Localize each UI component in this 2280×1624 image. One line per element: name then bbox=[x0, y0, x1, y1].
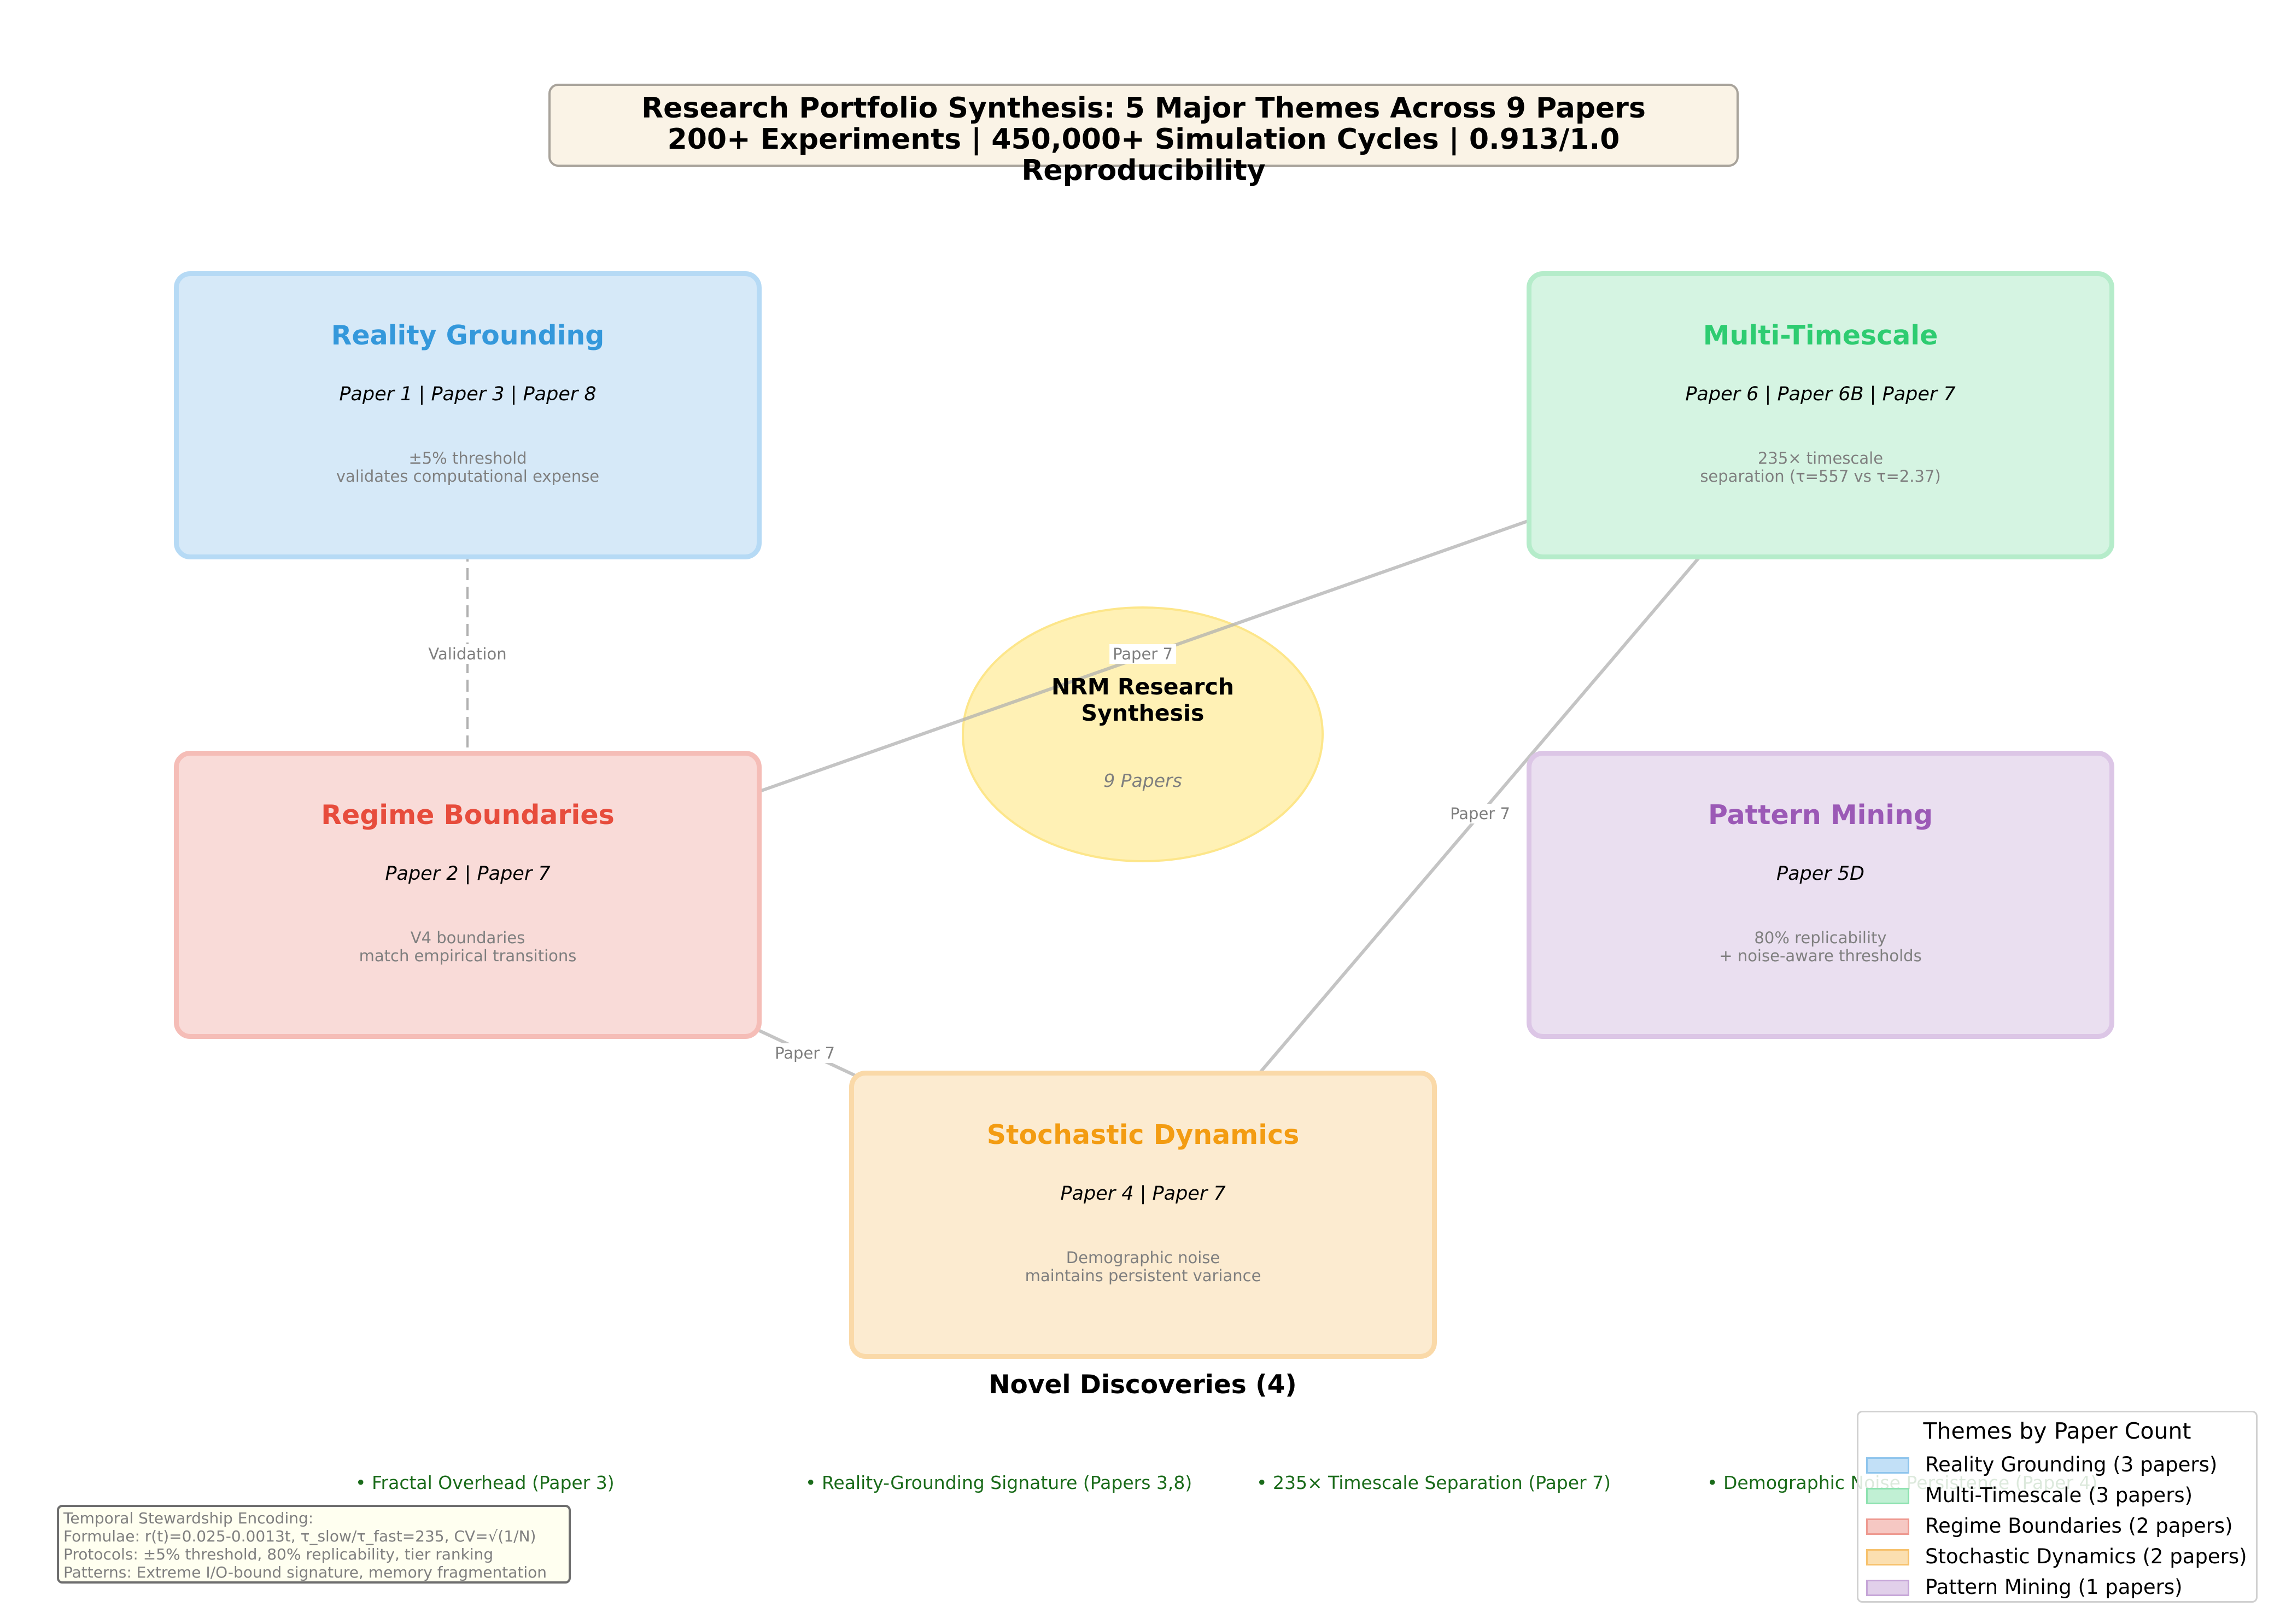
theme-title: Regime Boundaries bbox=[321, 799, 615, 831]
center-node-subtitle: 9 Papers bbox=[1103, 770, 1182, 791]
theme-papers: Paper 5D bbox=[1776, 863, 1865, 885]
legend-label: Stochastic Dynamics (2 papers) bbox=[1925, 1545, 2247, 1568]
edge-label-paper7-right: Paper 7 bbox=[1447, 804, 1513, 823]
edge-label-paper7-upper: Paper 7 bbox=[1109, 644, 1176, 664]
center-node-title: NRM Research Synthesis bbox=[962, 674, 1323, 726]
legend-label: Pattern Mining (1 papers) bbox=[1925, 1575, 2183, 1599]
diagram-title: Research Portfolio Synthesis: 5 Major Th… bbox=[641, 92, 1646, 125]
theme-title: Pattern Mining bbox=[1708, 799, 1933, 831]
legend-title: Themes by Paper Count bbox=[1923, 1418, 2191, 1444]
legend-label: Multi-Timescale (3 papers) bbox=[1925, 1483, 2193, 1507]
theme-desc-line: 235× timescale bbox=[1757, 449, 1884, 468]
legend-label: Reality Grounding (3 papers) bbox=[1925, 1453, 2218, 1476]
theme-box-multi-timescale: Multi-Timescale Paper 6 | Paper 6B | Pap… bbox=[1527, 271, 2114, 559]
theme-desc-line: maintains persistent variance bbox=[1025, 1266, 1261, 1285]
theme-title: Reality Grounding bbox=[331, 320, 605, 351]
legend-swatch bbox=[1866, 1488, 1909, 1504]
encoding-line: Patterns: Extreme I/O-bound signature, m… bbox=[63, 1563, 547, 1581]
center-node-ellipse bbox=[962, 606, 1324, 862]
theme-desc-line: + noise-aware thresholds bbox=[1719, 947, 1922, 965]
theme-title: Stochastic Dynamics bbox=[986, 1119, 1300, 1150]
legend: Themes by Paper Count Reality Grounding … bbox=[1857, 1411, 2258, 1603]
theme-papers: Paper 4 | Paper 7 bbox=[1060, 1183, 1226, 1205]
theme-papers: Paper 1 | Paper 3 | Paper 8 bbox=[339, 383, 597, 405]
theme-description: ±5% threshold validates computational ex… bbox=[179, 449, 757, 486]
diagram-title-box: Research Portfolio Synthesis: 5 Major Th… bbox=[548, 84, 1739, 186]
discoveries-header: Novel Discoveries (4) bbox=[989, 1370, 1297, 1400]
theme-desc-line: ±5% threshold bbox=[408, 449, 527, 468]
theme-box-regime-boundaries: Regime Boundaries Paper 2 | Paper 7 V4 b… bbox=[174, 751, 762, 1039]
legend-swatch bbox=[1866, 1518, 1909, 1535]
theme-box-reality-grounding: Reality Grounding Paper 1 | Paper 3 | Pa… bbox=[174, 271, 762, 559]
encoding-note-box: Temporal Stewardship Encoding: Formulae:… bbox=[57, 1505, 571, 1584]
theme-desc-line: V4 boundaries bbox=[410, 928, 525, 947]
legend-swatch bbox=[1866, 1580, 1909, 1596]
theme-box-stochastic-dynamics: Stochastic Dynamics Paper 4 | Paper 7 De… bbox=[849, 1071, 1437, 1359]
encoding-line: Temporal Stewardship Encoding: bbox=[63, 1509, 314, 1527]
theme-desc-line: validates computational expense bbox=[336, 467, 600, 486]
discovery-item: • Reality-Grounding Signature (Papers 3,… bbox=[805, 1472, 1192, 1493]
theme-desc-line: 80% replicability bbox=[1754, 928, 1887, 947]
center-title-line: Synthesis bbox=[1081, 700, 1205, 726]
legend-swatch bbox=[1866, 1457, 1909, 1474]
legend-swatch bbox=[1866, 1549, 1909, 1565]
theme-box-pattern-mining: Pattern Mining Paper 5D 80% replicabilit… bbox=[1527, 751, 2114, 1039]
theme-title: Multi-Timescale bbox=[1703, 320, 1938, 351]
theme-papers: Paper 2 | Paper 7 bbox=[385, 863, 551, 885]
center-title-line: NRM Research bbox=[1051, 674, 1234, 700]
theme-description: 235× timescale separation (τ=557 vs τ=2.… bbox=[1531, 449, 2109, 486]
theme-desc-line: Demographic noise bbox=[1066, 1248, 1220, 1267]
edge-label-validation: Validation bbox=[425, 644, 510, 664]
legend-label: Regime Boundaries (2 papers) bbox=[1925, 1514, 2233, 1538]
discovery-item: • 235× Timescale Separation (Paper 7) bbox=[1256, 1472, 1611, 1493]
theme-papers: Paper 6 | Paper 6B | Paper 7 bbox=[1685, 383, 1956, 405]
encoding-line: Formulae: r(t)=0.025-0.0013t, τ_slow/τ_f… bbox=[63, 1527, 536, 1545]
theme-desc-line: separation (τ=557 vs τ=2.37) bbox=[1700, 467, 1941, 486]
discovery-item: • Fractal Overhead (Paper 3) bbox=[355, 1472, 615, 1493]
theme-description: V4 boundaries match empirical transition… bbox=[179, 929, 757, 965]
theme-desc-line: match empirical transitions bbox=[359, 947, 577, 965]
edge-label-paper7-lower: Paper 7 bbox=[771, 1043, 838, 1063]
diagram-subtitle: 200+ Experiments | 450,000+ Simulation C… bbox=[667, 123, 1620, 187]
encoding-line: Protocols: ±5% threshold, 80% replicabil… bbox=[63, 1545, 494, 1563]
theme-description: Demographic noise maintains persistent v… bbox=[854, 1249, 1432, 1285]
theme-description: 80% replicability + noise-aware threshol… bbox=[1531, 929, 2109, 965]
